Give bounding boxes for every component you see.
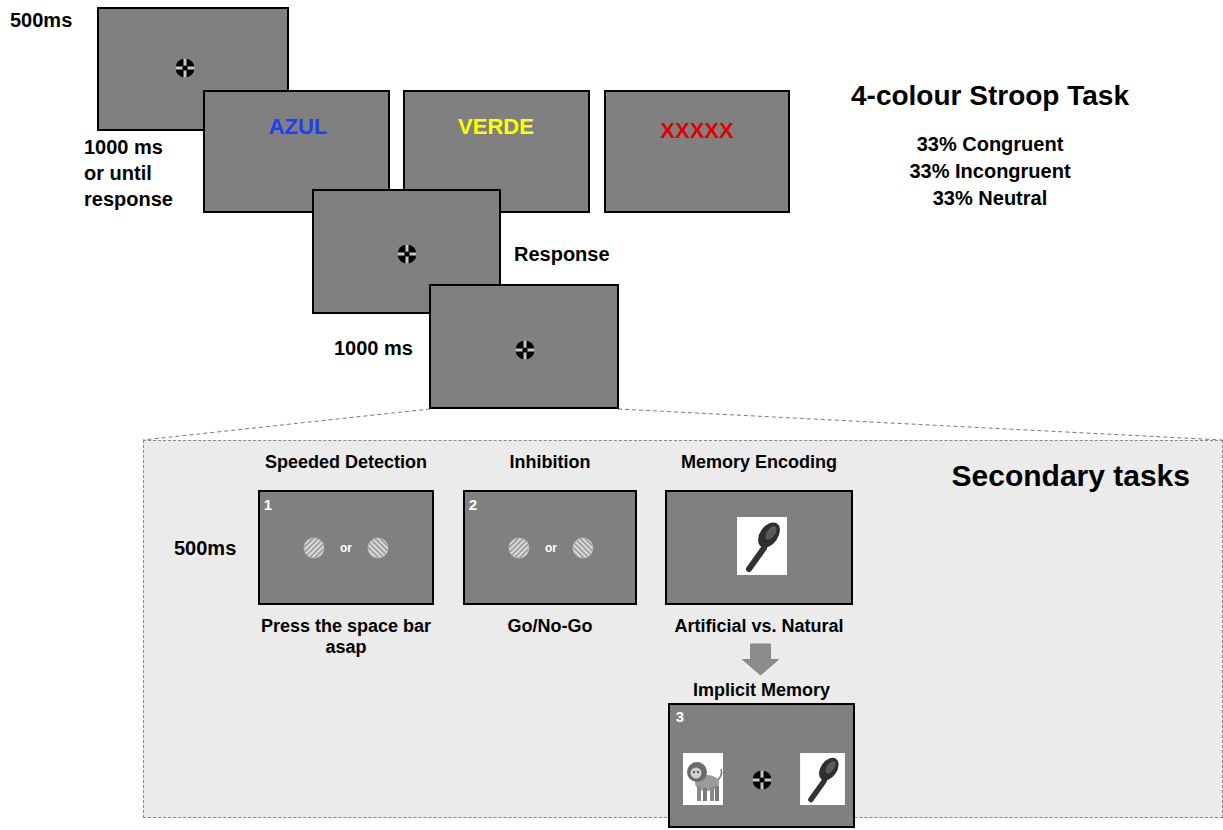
or-word: or — [340, 541, 352, 555]
duration-label: 500ms — [10, 8, 72, 32]
striped-disc — [304, 538, 324, 558]
flow-arrow — [743, 644, 779, 675]
task-heading: Implicit Memory — [693, 679, 830, 701]
fixation-mark — [176, 59, 195, 78]
task-screen: 2 or InhibitionGo/No-Go — [463, 450, 637, 641]
stimulus-screen: XXXXX — [604, 90, 790, 213]
task-caption: Press the space bar asap — [251, 616, 441, 658]
task-screen: 3 Implicit Memory — [668, 678, 855, 828]
secondary-panel: Secondary tasks 1 or Speeded DetectionPress… — [143, 440, 1223, 818]
fixation-screen — [429, 284, 620, 410]
duration-label: 1000 ms or until response — [84, 134, 181, 212]
striped-disc — [573, 538, 593, 558]
response-label: Response — [514, 242, 610, 266]
stimulus-art — [667, 492, 851, 603]
task-heading: Speeded Detection — [265, 451, 427, 473]
proportion-label: 33% Incongruent — [909, 159, 1070, 183]
screen-frame: 2 or — [463, 490, 637, 605]
panel-number: 1 — [264, 496, 272, 514]
striped-disc — [509, 538, 529, 558]
screen-frame: 3 — [668, 703, 855, 828]
proportion-label: 33% Congruent — [917, 132, 1064, 156]
fixation-mark — [398, 245, 417, 264]
task-caption: Go/No-Go — [508, 616, 593, 637]
brush-picture — [800, 753, 845, 805]
or-word: or — [545, 541, 557, 555]
stimulus-word: VERDE — [458, 114, 534, 140]
brush-picture — [737, 517, 787, 575]
zoom-guide-line — [618, 409, 1222, 440]
stimulus-word: AZUL — [269, 114, 328, 140]
lion-picture — [683, 753, 723, 805]
screen-frame — [430, 285, 618, 408]
task-screen: Memory EncodingArtificial vs. Natural — [665, 450, 853, 641]
task-heading: Inhibition — [510, 451, 591, 473]
task-caption: Artificial vs. Natural — [674, 616, 843, 637]
panel-number: 2 — [469, 496, 477, 514]
duration-label: 1000 ms — [334, 336, 413, 360]
proportion-label: 33% Neutral — [933, 186, 1048, 210]
stimulus-art — [670, 705, 853, 826]
stimulus-word: XXXXX — [660, 118, 733, 144]
striped-disc — [368, 538, 388, 558]
screen-frame — [665, 490, 853, 605]
fixation-mark — [516, 341, 535, 360]
task-screen: 1 or Speeded DetectionPress the space bar … — [245, 450, 447, 662]
duration-label: 500ms — [174, 536, 236, 560]
panel-number: 3 — [676, 708, 684, 726]
zoom-guide-line — [143, 409, 430, 440]
figure-title: 4-colour Stroop Task — [851, 79, 1129, 113]
screen-frame: 1 or — [258, 490, 434, 605]
panel-heading: Secondary tasks — [952, 458, 1190, 494]
fixation-mark — [753, 771, 772, 790]
task-heading: Memory Encoding — [681, 451, 837, 473]
